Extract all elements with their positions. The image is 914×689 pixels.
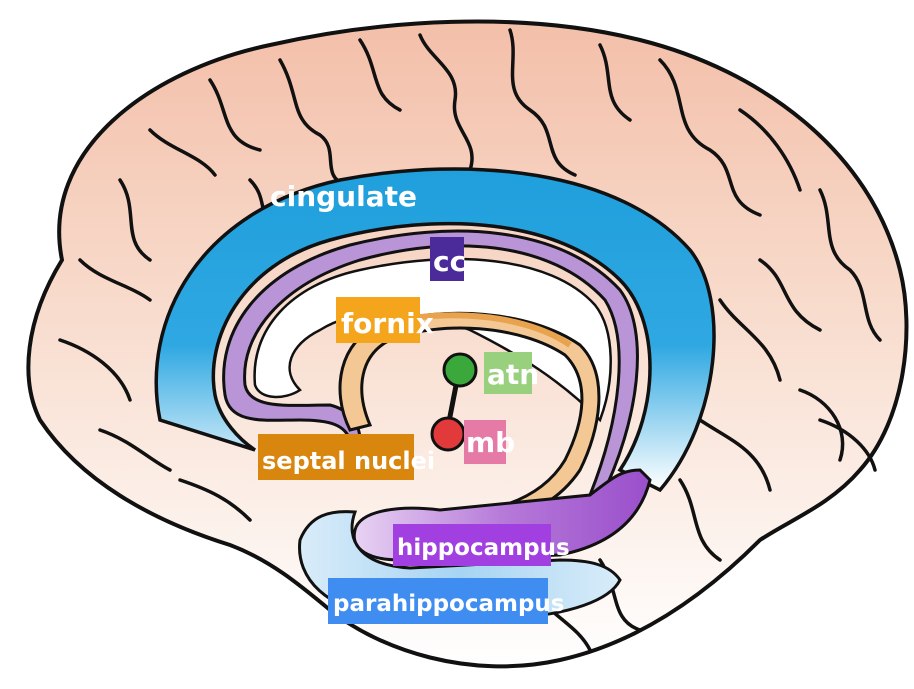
- label-mb-text: mb: [466, 426, 515, 459]
- label-cc: cc: [430, 237, 466, 281]
- label-septal-nuclei: septal nuclei: [258, 434, 435, 480]
- label-hippocampus-text: hippocampus: [397, 535, 570, 561]
- label-septal-nuclei-text: septal nuclei: [262, 447, 435, 475]
- atn-node: [444, 354, 476, 386]
- label-cc-text: cc: [433, 245, 466, 278]
- label-atn: atn: [484, 352, 539, 394]
- label-parahippocampus: parahippocampus: [328, 578, 564, 624]
- label-mb: mb: [464, 420, 515, 464]
- label-hippocampus: hippocampus: [393, 524, 570, 566]
- label-cingulate: cingulate: [270, 180, 417, 213]
- label-atn-text: atn: [487, 358, 539, 391]
- label-fornix-text: fornix: [341, 307, 434, 340]
- mb-node: [432, 418, 464, 450]
- label-fornix: fornix: [336, 297, 434, 343]
- label-parahippocampus-text: parahippocampus: [333, 591, 564, 617]
- label-cingulate-text: cingulate: [270, 180, 417, 213]
